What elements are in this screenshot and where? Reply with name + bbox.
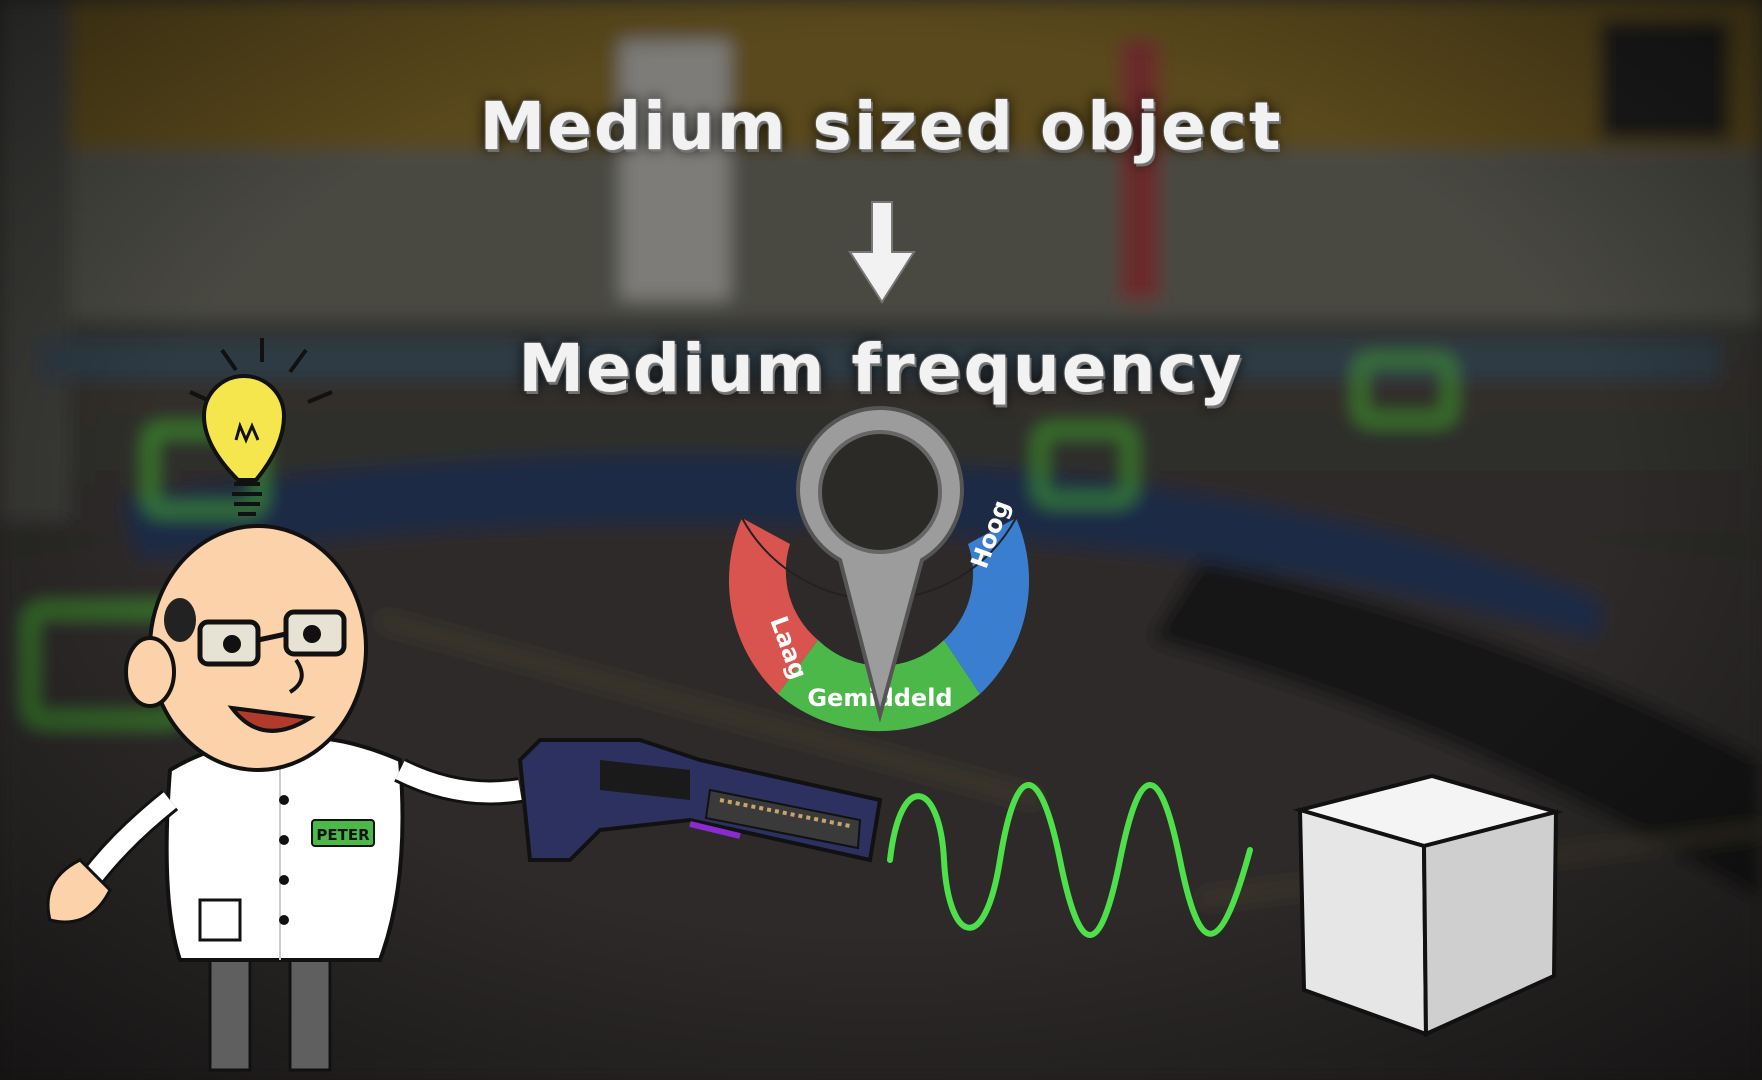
sine-wave-icon [887,782,1253,938]
headline-object-size: Medium sized object [479,88,1283,165]
headline-frequency: Medium frequency [518,330,1244,407]
dial-pointer-pin [795,406,965,723]
cube-icon [1292,773,1564,1038]
name-tag-label: PETER [316,826,370,844]
frequency-dial: Laag Gemiddeld Hoog [728,406,1030,732]
name-tag [311,819,375,847]
arrow-down-icon [848,201,916,304]
scientist-character: PETER [46,524,523,1072]
dial-segment-laag [728,518,818,694]
dial-segment-hoog [944,518,1030,694]
frequency-gun-icon [517,738,883,863]
lightbulb-icon [189,338,333,516]
